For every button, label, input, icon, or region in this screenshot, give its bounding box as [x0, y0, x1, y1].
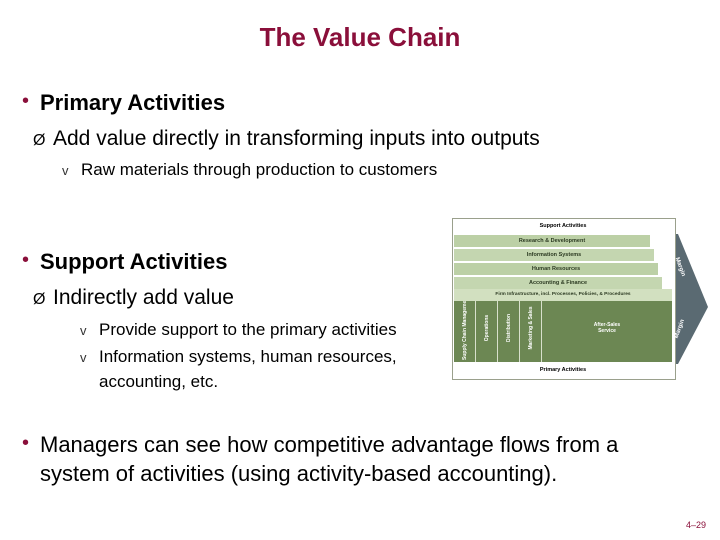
- support-sub-bullet: Ø Indirectly add value: [33, 286, 234, 310]
- primary-detail-bullet: v Raw materials through production to cus…: [62, 160, 437, 180]
- slide-title: The Value Chain: [259, 22, 461, 52]
- primary-activities-label: Primary Activities: [539, 367, 587, 373]
- support-band: Firm Infrastructure, incl. Processes, Po…: [454, 289, 672, 301]
- primary-column: Distribution: [498, 294, 520, 362]
- support-item-text: Provide support to the primary activitie…: [99, 320, 397, 339]
- support-band: Information Systems: [454, 249, 654, 261]
- support-sub-text: Indirectly add value: [53, 286, 234, 309]
- support-item-bullet: v Information systems, human resources,: [80, 347, 397, 367]
- primary-column: After-Sales Service: [593, 322, 621, 334]
- page-number: 4–29: [685, 520, 706, 530]
- primary-heading: Primary Activities: [40, 90, 226, 115]
- primary-detail-text: Raw materials through production to cust…: [81, 160, 438, 179]
- bullet-dot-icon: •: [22, 249, 30, 271]
- support-band: Human Resources: [454, 263, 658, 275]
- primary-sub-text: Add value directly in transforming input…: [53, 127, 540, 150]
- primary-column: Operations: [476, 294, 498, 362]
- managers-line2: system of activities (using activity-bas…: [40, 461, 558, 486]
- checkmark-bullet-icon: v: [62, 163, 69, 178]
- support-item-bullet: v Provide support to the primary activiti…: [80, 320, 397, 340]
- support-band: Accounting & Finance: [454, 277, 662, 289]
- primary-activities-block: [454, 294, 672, 362]
- support-item-text: Information systems, human resources,: [99, 347, 397, 366]
- support-band: Research & Development: [454, 235, 650, 247]
- bullet-dot-icon: •: [22, 90, 30, 112]
- bullet-dot-icon: •: [22, 432, 30, 454]
- arrow-bullet-icon: Ø: [33, 132, 46, 149]
- support-heading: Support Activities: [40, 249, 228, 274]
- primary-column: Supply Chain Management: [454, 294, 476, 362]
- value-chain-diagram: Support Activities Research & Developmen…: [452, 218, 708, 380]
- support-item-continuation: accounting, etc.: [99, 372, 219, 391]
- checkmark-bullet-icon: v: [80, 323, 87, 338]
- managers-line1: Managers can see how competitive advanta…: [40, 432, 619, 457]
- primary-sub-bullet: Ø Add value directly in transforming inpu…: [33, 127, 540, 151]
- checkmark-bullet-icon: v: [80, 350, 87, 365]
- primary-column: Marketing & Sales: [520, 294, 542, 362]
- arrow-bullet-icon: Ø: [33, 291, 46, 308]
- support-activities-label: Support Activities: [454, 220, 672, 232]
